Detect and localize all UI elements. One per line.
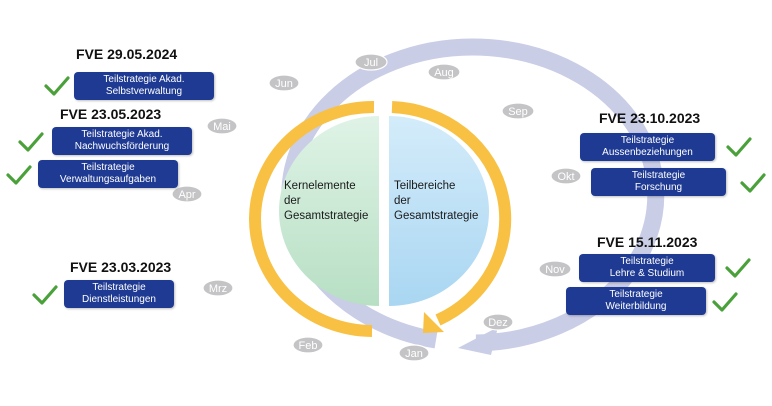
checkmark-icon	[726, 137, 752, 157]
strategy-pill: Teilstrategie Akad.Nachwuchsförderung	[52, 127, 192, 155]
inner-cycle-arrowhead	[423, 312, 444, 333]
strategy-pill: Teilstrategie Akad.Selbstverwaltung	[74, 72, 214, 100]
milestone-date: FVE 23.10.2023	[599, 110, 701, 126]
month-jun: Jun	[268, 74, 300, 92]
svg-text:Dez: Dez	[488, 317, 508, 329]
center-left-half	[279, 116, 379, 306]
milestone-date: FVE 29.05.2024	[76, 46, 178, 62]
center-divider	[379, 112, 389, 312]
svg-text:Jan: Jan	[405, 348, 423, 360]
milestone-date: FVE 23.03.2023	[70, 259, 172, 275]
month-mrz: Mrz	[202, 279, 234, 297]
center-right-half	[389, 116, 489, 306]
center-left-label: Kernelemente der Gesamtstrategie	[284, 180, 368, 222]
month-nov: Nov	[538, 260, 572, 278]
checkmark-icon	[6, 165, 32, 185]
checkmark-icon	[18, 132, 44, 152]
checkmark-icon	[740, 173, 766, 193]
outer-cycle-arrowhead	[458, 327, 498, 355]
svg-text:Mrz: Mrz	[209, 283, 227, 295]
inner-cycle-ring-left	[249, 100, 375, 337]
svg-text:Feb: Feb	[299, 340, 318, 352]
svg-text:Nov: Nov	[545, 264, 565, 276]
checkmark-icon	[32, 285, 58, 305]
month-sep: Sep	[501, 102, 535, 120]
svg-text:Sep: Sep	[508, 106, 528, 118]
svg-text:Okt: Okt	[557, 171, 574, 183]
month-jul: Jul	[354, 53, 388, 71]
svg-text:Jul: Jul	[364, 57, 378, 69]
checkmark-icon	[725, 258, 751, 278]
milestone-date: FVE 23.05.2023	[60, 106, 162, 122]
month-jan: Jan	[398, 344, 430, 362]
svg-text:Jun: Jun	[275, 78, 293, 90]
month-apr: Apr	[171, 185, 203, 203]
checkmark-icon	[712, 292, 738, 312]
svg-text:Aug: Aug	[434, 67, 454, 79]
month-aug: Aug	[427, 63, 461, 81]
milestone-date: FVE 15.11.2023	[597, 234, 698, 250]
svg-text:Mai: Mai	[213, 121, 231, 133]
inner-cycle-ring-right	[391, 101, 512, 326]
month-dez: Dez	[482, 313, 514, 331]
checkmark-icon	[44, 76, 70, 96]
month-okt: Okt	[550, 167, 582, 185]
month-mai: Mai	[206, 117, 238, 135]
month-feb: Feb	[292, 336, 324, 354]
center-right-label: Teilbereiche der Gesamtstrategie	[394, 180, 478, 222]
svg-text:Apr: Apr	[178, 189, 195, 201]
